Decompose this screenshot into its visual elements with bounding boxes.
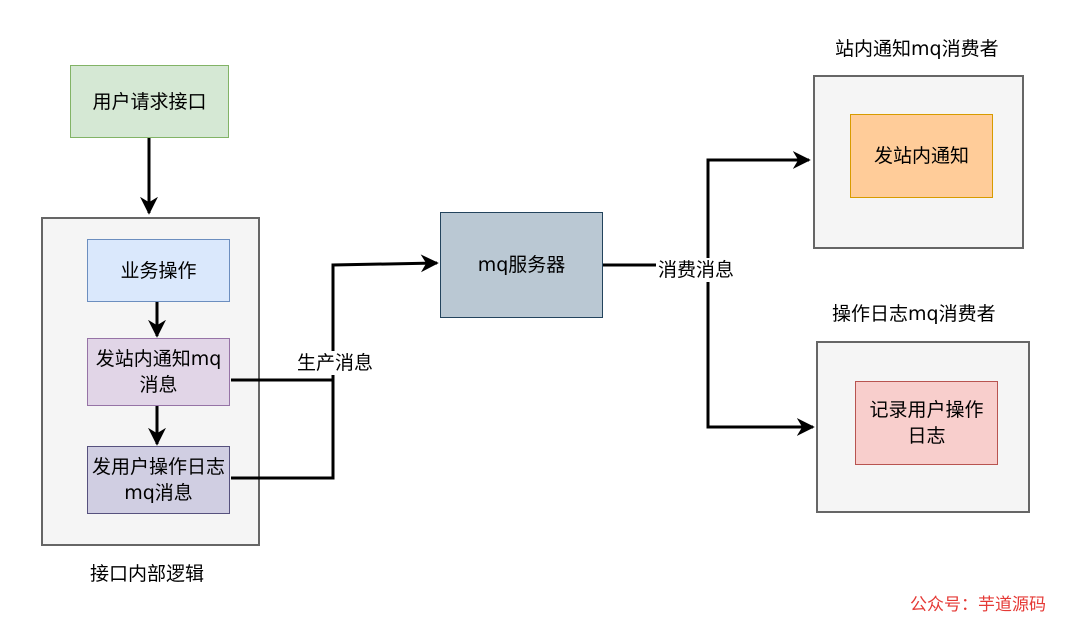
produce-edge-label: 生产消息 [295, 351, 376, 375]
record-oplog-node: 记录用户操作日志 [855, 381, 998, 465]
consume-edge-label: 消费消息 [656, 258, 737, 282]
send-notice-msg-label: 发站内通知mq消息 [95, 348, 222, 396]
user-request-node: 用户请求接口 [70, 65, 229, 138]
business-op-node: 业务操作 [87, 239, 230, 302]
send-notice-node: 发站内通知 [850, 114, 993, 198]
edge-server-to-notice-consumer [603, 151, 811, 267]
interface-logic-label: 接口内部逻辑 [90, 563, 205, 585]
notice-consumer-label: 站内通知mq消费者 [835, 38, 999, 60]
send-notice-msg-node: 发站内通知mq消息 [87, 338, 230, 406]
edge-server-to-oplog-consumer [706, 265, 815, 436]
watermark-text: 公众号：芋道源码 [910, 595, 1046, 615]
edge-oplog-msg-to-server [231, 380, 335, 480]
send-oplog-msg-node: 发用户操作日志mq消息 [87, 446, 230, 514]
mq-server-node: mq服务器 [440, 212, 603, 318]
record-oplog-label: 记录用户操作日志 [869, 399, 984, 447]
send-oplog-msg-label: 发用户操作日志mq消息 [92, 456, 226, 504]
oplog-consumer-label: 操作日志mq消费者 [832, 303, 996, 325]
edge-notice-msg-to-server [231, 254, 439, 382]
